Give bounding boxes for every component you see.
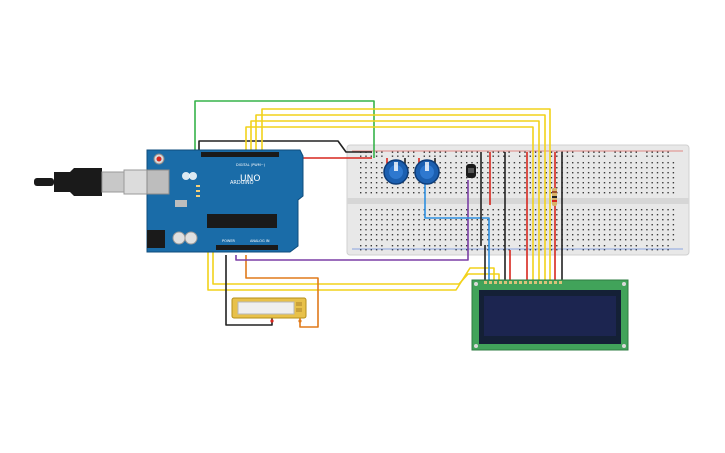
lcd-pin [554,281,557,284]
analog-label: ANALOG IN [250,239,270,243]
crystal [175,200,187,207]
lcd-pin [549,281,552,284]
wires [194,100,563,328]
wire-blue [424,182,490,280]
logo-mark [182,172,190,180]
wire-yellow-1 [245,126,534,280]
lcd-pin [529,281,532,284]
battery-component[interactable] [231,297,307,323]
breadboard-holes [360,151,675,251]
lcd-pin [494,281,497,284]
wire-yellow-2 [250,120,540,280]
lcd-pin [539,281,542,284]
wire-yellow-left-2 [212,215,500,285]
lcd-pin [499,281,502,284]
potentiometer-1[interactable] [383,159,409,185]
wire-yellow-4 [261,108,551,280]
wire-yellow-3 [255,114,546,280]
atmega-chip [207,214,277,228]
wire-green [194,100,375,158]
lcd-pin [534,281,537,284]
usb-cable[interactable] [34,168,161,196]
resistor[interactable] [552,188,557,206]
lcd-screen [484,296,616,336]
lcd-pin-header [484,281,562,284]
lcd-pin [504,281,507,284]
header-power-analog [216,245,278,250]
wire-purple [235,180,469,261]
lcd-pin [544,281,547,284]
arduino-model-text: UNO [240,174,260,184]
capacitor-2 [184,231,198,245]
arduino-uno[interactable]: ARDUINO UNO DIGITAL (PWM~) POWER ANALOG … [146,149,304,253]
header-digital [201,152,279,157]
lcd-pin [484,281,487,284]
arduino-brand-text: ARDUINO [230,180,254,186]
lcd-pin [524,281,527,284]
usb-port [146,169,170,195]
lcd-pin [519,281,522,284]
capacitor-1 [172,231,186,245]
lcd-pin [559,281,562,284]
power-jack [147,230,165,248]
lcd-pin [509,281,512,284]
temperature-sensor[interactable] [466,164,476,178]
power-label: POWER [222,239,236,243]
lcd-pin [514,281,517,284]
digital-label: DIGITAL (PWM~) [236,163,266,167]
lcd-module[interactable] [471,279,629,351]
wire-orange [245,255,319,328]
potentiometer-2[interactable] [414,159,440,185]
lcd-pin [489,281,492,284]
wire-black-top [198,140,372,155]
led-labels [196,185,200,197]
